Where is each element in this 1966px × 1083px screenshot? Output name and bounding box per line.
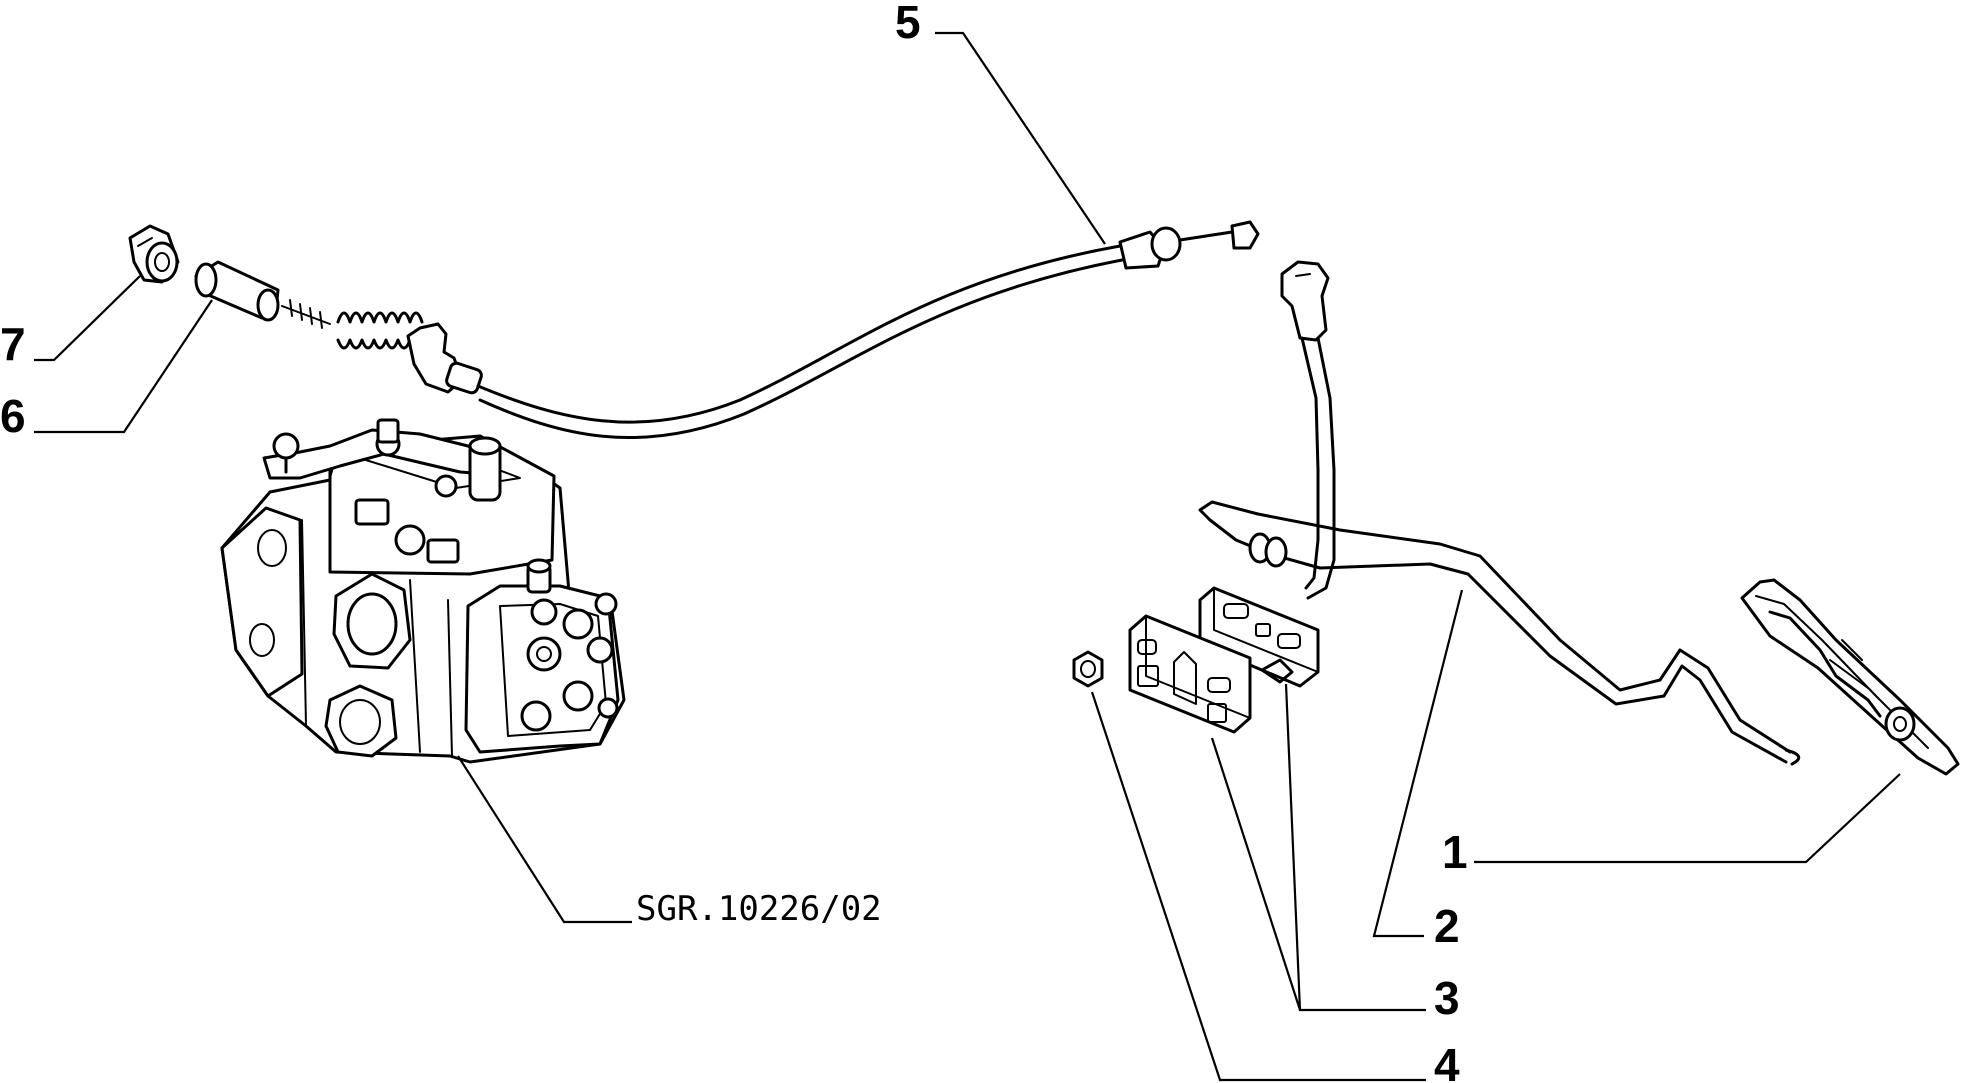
callout-1: 1 [1442,826,1468,878]
callout-3: 3 [1434,972,1460,1024]
callout-6: 6 [0,390,26,442]
part-1-pedal-pad [1740,578,1960,776]
leader-lines [34,31,1901,1082]
part-2-pedal-lever [1198,260,1801,766]
part-6-sleeve [194,260,280,322]
callout-4: 4 [1434,1039,1460,1083]
callout-5: 5 [895,0,921,48]
injection-pump [220,418,626,764]
callout-7: 7 [0,318,26,370]
callout-2: 2 [1434,900,1460,952]
reference-code: SGR.10226/02 [636,889,882,929]
part-4-nut [1072,650,1104,688]
part-7-cap [128,224,180,284]
part-5-accelerator-cable [281,220,1260,440]
part-3-pads [1128,586,1320,734]
